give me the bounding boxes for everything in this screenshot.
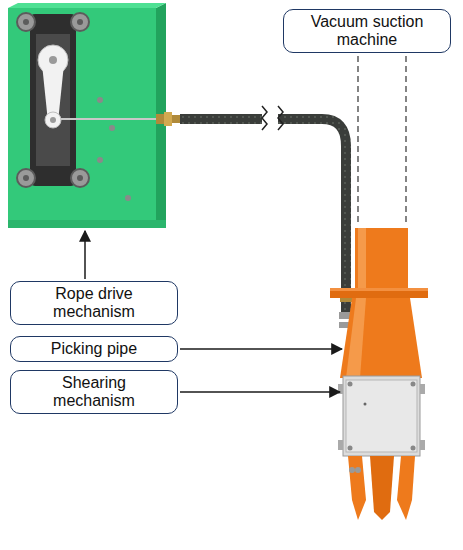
suction-guide-lines [358, 56, 406, 226]
label-box: Shearing mechanism [10, 370, 178, 414]
rope-drive-unit [17, 13, 158, 187]
rope-drive-plate [8, 3, 166, 228]
shearing-unit [338, 376, 425, 520]
hose [156, 106, 353, 328]
label-text: Picking pipe [19, 340, 169, 358]
label-box: Rope drive mechanism [10, 281, 178, 325]
label-text: Shearing mechanism [39, 374, 149, 410]
label-box: Picking pipe [10, 336, 178, 362]
picking-pipe [330, 228, 428, 378]
label-text: Rope drive mechanism [39, 285, 149, 321]
label-box: Vacuum suction machine [283, 9, 451, 53]
label-text: Vacuum suction machine [297, 13, 437, 49]
